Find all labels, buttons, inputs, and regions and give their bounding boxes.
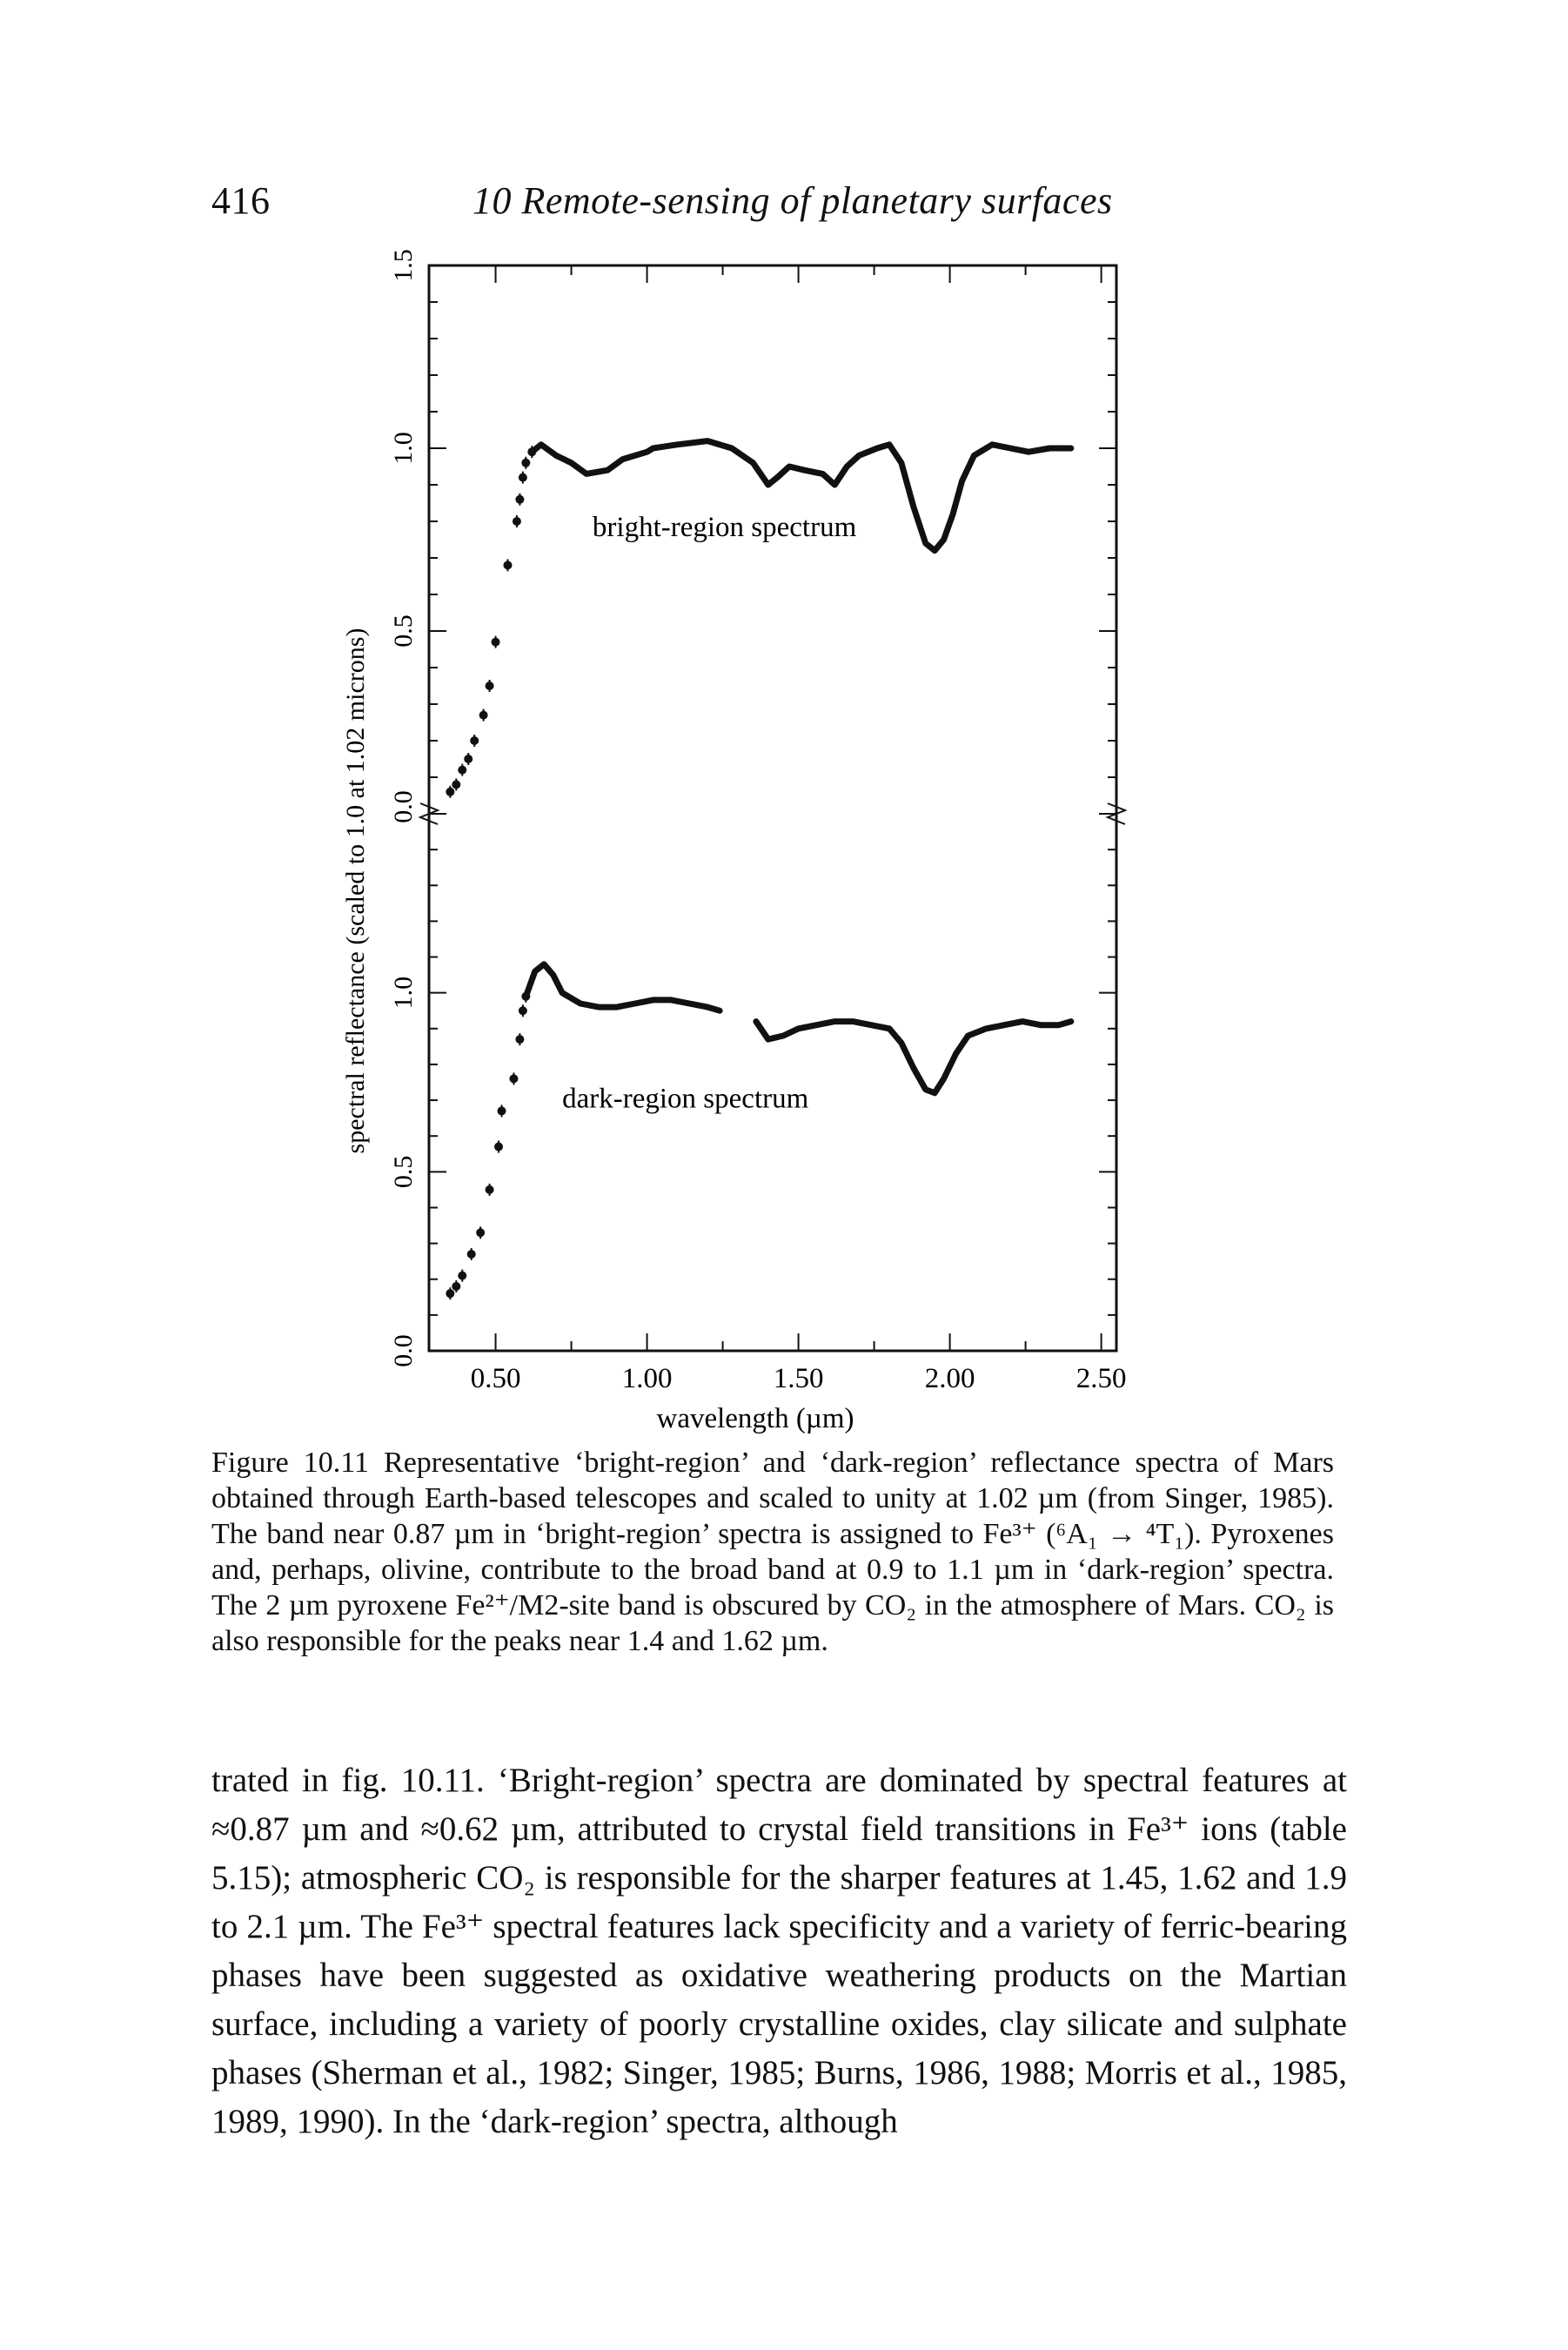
x-axis-label: wavelength (µm)	[656, 1403, 854, 1434]
y-tick-label: 1.0	[389, 432, 418, 465]
y-tick-label: 0.0	[389, 790, 418, 823]
y-tick-label: 0.5	[389, 1156, 418, 1189]
series-line	[522, 961, 723, 1014]
x-tick-label: 2.00	[925, 1363, 975, 1394]
y-tick-label: 0.5	[389, 614, 418, 648]
series-line	[528, 438, 1075, 554]
data-layer	[446, 438, 1075, 1300]
page-number: 416	[211, 179, 271, 222]
y-axis-label: spectral reflectance (scaled to 1.0 at 1…	[341, 628, 370, 1154]
x-tick-label: 2.50	[1076, 1363, 1127, 1394]
x-tick-label: 1.00	[622, 1363, 673, 1394]
series-name-label: bright-region spectrum	[593, 512, 857, 543]
caption-text: Representative ‘bright-region’ and ‘dark…	[211, 1447, 1334, 1657]
figure-caption: Figure 10.11 Representative ‘bright-regi…	[211, 1445, 1334, 1659]
x-tick-label: 1.50	[774, 1363, 824, 1394]
figure-10-11-chart: 0.50 1.00 1.50 2.00 2.50 wavelength (µm) spect…	[341, 249, 1128, 1434]
chapter-title: 10 Remote-sensing of planetary surfaces	[472, 179, 1113, 222]
y-tick-label: 1.5	[389, 249, 418, 282]
plot-frame	[427, 264, 1118, 1353]
body-text: trated in fig. 10.11. ‘Bright-region’ sp…	[211, 1756, 1347, 2146]
body-paragraph: trated in fig. 10.11. ‘Bright-region’ sp…	[211, 1762, 1347, 2140]
series-name-label: dark-region spectrum	[562, 1083, 808, 1114]
axes-layer	[418, 265, 1128, 1352]
y-tick-label: 0.0	[389, 1334, 418, 1367]
x-tick-label: 0.50	[471, 1363, 521, 1394]
series-line	[753, 1018, 1075, 1097]
y-tick-label: 1.0	[389, 977, 418, 1010]
text-layer: 0.50 1.00 1.50 2.00 2.50 wavelength (µm) spect…	[341, 249, 1126, 1434]
caption-figure-label: Figure 10.11	[211, 1447, 370, 1479]
